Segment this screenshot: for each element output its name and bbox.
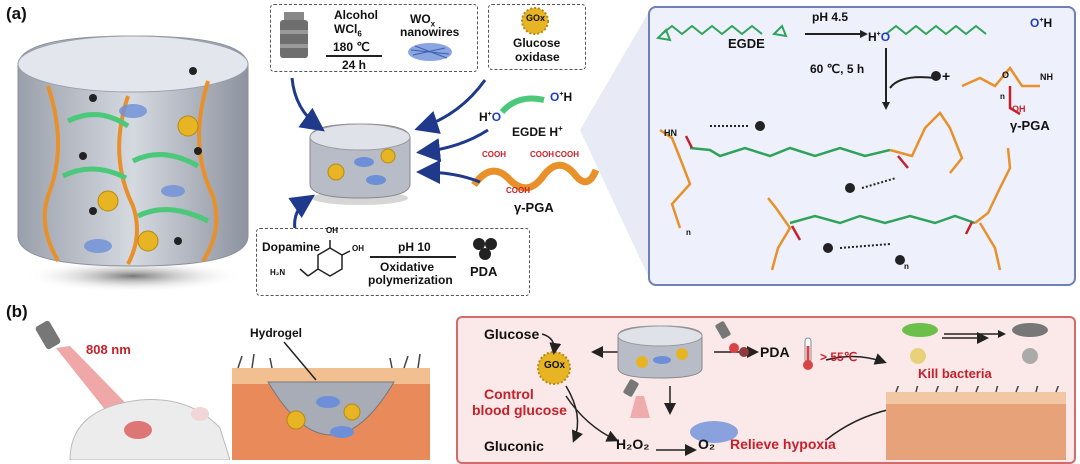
zoom-funnel bbox=[580, 10, 650, 280]
mech-h-right: O+H bbox=[1030, 16, 1053, 30]
mech-n-label-3: n bbox=[904, 262, 909, 271]
egde-h-label: EGDE H+ bbox=[512, 124, 563, 139]
mech-conditions: 60 ℃, 5 h bbox=[810, 62, 865, 76]
pga-cooh-4: COOH bbox=[506, 186, 530, 195]
hydrogel-block-illustration bbox=[17, 35, 249, 292]
dopamine-nh2: H₂N bbox=[270, 268, 286, 277]
autoclave-icon bbox=[280, 12, 308, 58]
gox-label-b: GOx bbox=[544, 360, 566, 371]
laser-icon-b bbox=[715, 321, 749, 357]
dopamine-name: Dopamine bbox=[262, 240, 321, 254]
mech-oh-label: OH bbox=[1012, 104, 1026, 114]
hydrogel-label: Hydrogel bbox=[250, 326, 303, 340]
pga-cooh-1: COOH bbox=[482, 150, 506, 159]
gox-label-1: Glucose bbox=[513, 36, 561, 50]
bacteria-icons bbox=[902, 323, 1048, 364]
pga-label: γ-PGA bbox=[514, 200, 554, 215]
mech-n-label-1: n bbox=[1000, 92, 1005, 101]
hydrogel-leader-line bbox=[283, 341, 317, 381]
glucose-label: Glucose bbox=[484, 326, 540, 342]
nanowires-icon-b bbox=[690, 421, 738, 443]
mech-hn-label: HN bbox=[664, 128, 677, 138]
thermometer-icon bbox=[803, 337, 813, 370]
dopamine-arrow bbox=[370, 256, 456, 258]
mechanism-panel bbox=[648, 6, 1076, 286]
gox-sphere-b bbox=[537, 351, 571, 385]
laser-wavelength: 808 nm bbox=[86, 342, 131, 357]
gox-badge: GOx bbox=[526, 13, 546, 23]
egde-h-left: H+O bbox=[479, 110, 502, 124]
panel-a-label: (a) bbox=[6, 4, 27, 23]
panel-b-label: (b) bbox=[6, 302, 28, 321]
dopamine-structure bbox=[299, 240, 351, 277]
assembly-arrows bbox=[288, 77, 489, 231]
synthesis-temperature: 180 ℃ bbox=[333, 40, 370, 54]
skin-wound-illustration bbox=[232, 353, 430, 460]
mech-plus: + bbox=[942, 68, 951, 84]
mechanism-structures bbox=[655, 24, 1040, 271]
pda-spheres-icon bbox=[473, 238, 497, 260]
therapy-arrows bbox=[541, 332, 989, 456]
dopamine-box bbox=[256, 228, 530, 296]
mech-ph-label: pH 4.5 bbox=[812, 10, 849, 24]
mech-o-label: O bbox=[1002, 70, 1010, 80]
laser-icon-c bbox=[623, 379, 650, 418]
control-label-2: blood glucose bbox=[472, 402, 567, 418]
pga-strand-icon bbox=[471, 161, 600, 192]
egde-h-right: O+H bbox=[550, 90, 573, 104]
synthesis-time: 24 h bbox=[342, 58, 367, 72]
mech-h-left: H+O bbox=[868, 30, 891, 44]
mech-egde-label: EGDE bbox=[728, 36, 765, 51]
egde-strand-icon bbox=[499, 95, 545, 115]
h2o2-label: H₂O₂ bbox=[616, 436, 650, 452]
laser-mouse-illustration bbox=[35, 320, 230, 460]
kill-bacteria-label: Kill bacteria bbox=[918, 366, 992, 381]
reagent-wcl6: WCl6 bbox=[334, 22, 362, 39]
small-hydrogel-illustration bbox=[309, 123, 411, 205]
gluconic-label: Gluconic bbox=[484, 438, 544, 454]
pga-cooh-2: COOH bbox=[530, 150, 554, 159]
mech-nh-label: NH bbox=[1040, 72, 1053, 82]
mech-pga-label: γ-PGA bbox=[1010, 118, 1050, 133]
dopamine-oh-1: OH bbox=[326, 226, 338, 235]
dopamine-oh-2: OH bbox=[352, 244, 364, 253]
dopamine-process-2: polymerization bbox=[368, 273, 453, 287]
reagent-alcohol: Alcohol bbox=[334, 8, 378, 22]
relieve-label: Relieve hypoxia bbox=[730, 436, 836, 452]
pda-label-b: PDA bbox=[760, 344, 790, 360]
synthesis-arrow bbox=[326, 55, 382, 57]
o2-label: O₂ bbox=[698, 436, 716, 452]
dopamine-process-1: Oxidative bbox=[380, 260, 435, 274]
product-wox: WOx bbox=[410, 12, 436, 29]
healed-skin-illustration bbox=[886, 386, 1066, 460]
pga-cooh-3: COOH bbox=[555, 150, 579, 159]
mech-n-label-2: n bbox=[686, 228, 691, 237]
nanowires-icon bbox=[408, 43, 452, 61]
gox-label-2: oxidase bbox=[515, 50, 560, 64]
dopamine-condition: pH 10 bbox=[398, 240, 431, 254]
product-nanowires: nanowires bbox=[400, 25, 460, 39]
gox-sphere-icon bbox=[521, 7, 549, 35]
pda-product: PDA bbox=[470, 264, 498, 279]
control-label-1: Control bbox=[484, 386, 534, 402]
hydrogel-small-b bbox=[617, 325, 703, 379]
temperature-label: > 55℃ bbox=[820, 350, 858, 364]
